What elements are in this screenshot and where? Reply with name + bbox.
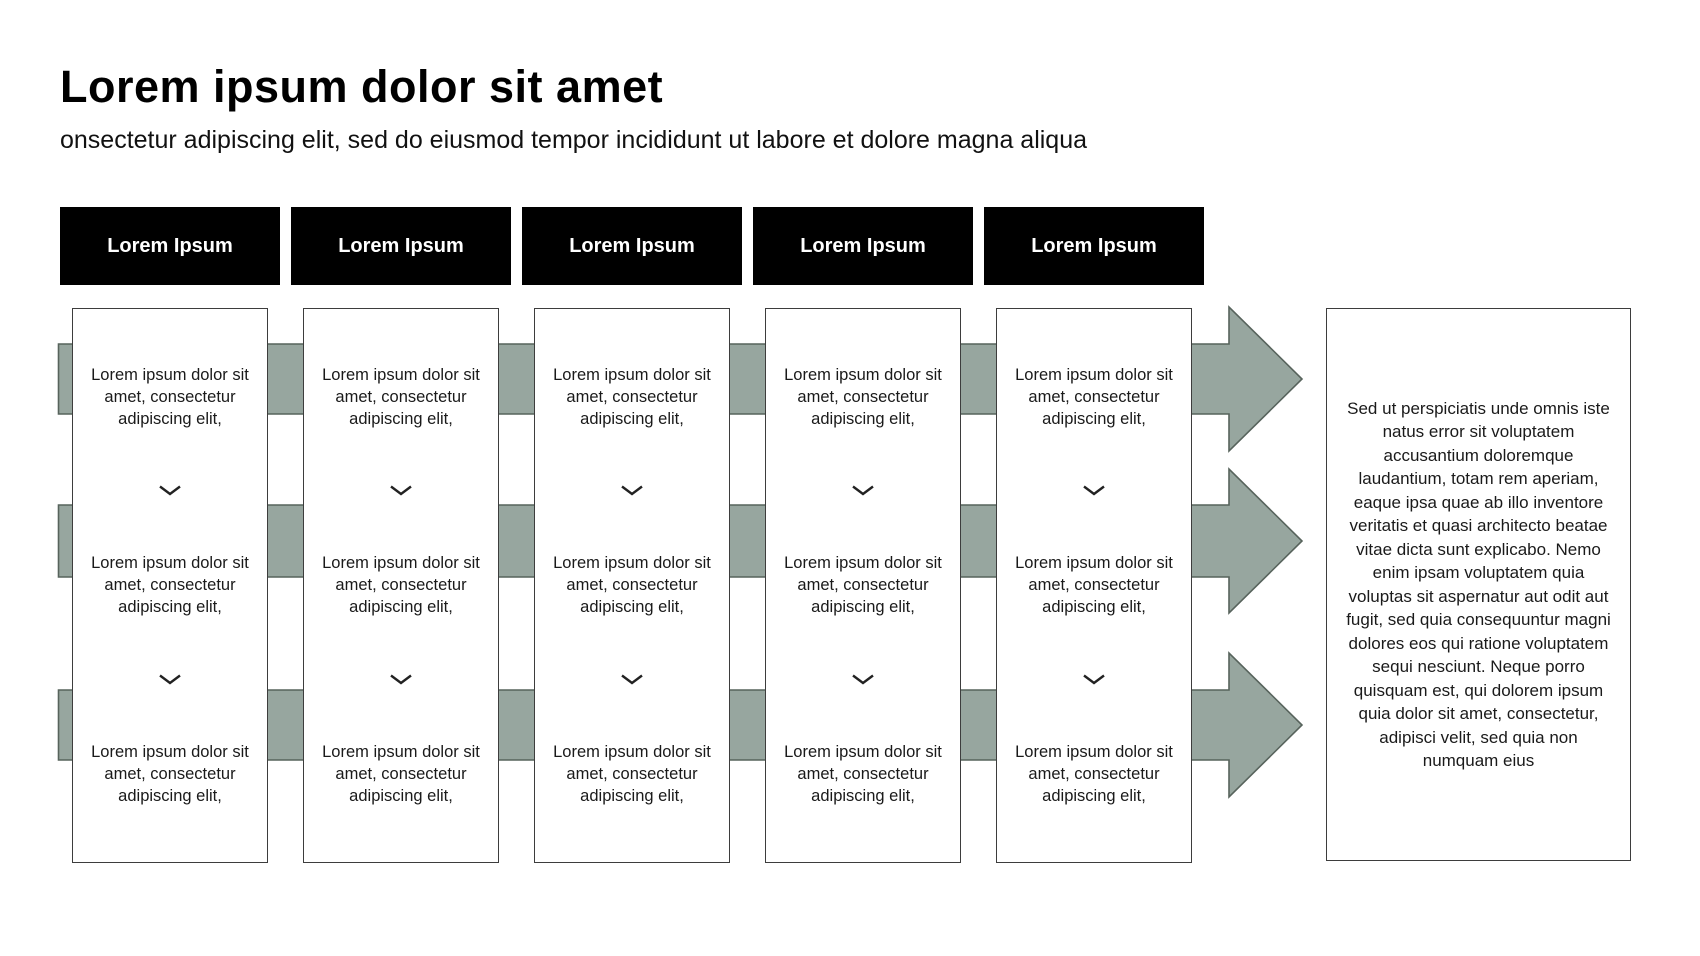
stage-column-5: Lorem ipsum dolor sit amet, consectetur … xyxy=(996,308,1192,863)
stage-column-3: Lorem ipsum dolor sit amet, consectetur … xyxy=(534,308,730,863)
step-text: Lorem ipsum dolor sit amet, consectetur … xyxy=(91,366,249,429)
chevron-down-icon xyxy=(1083,674,1105,685)
chevron-down-icon xyxy=(159,674,181,685)
summary-panel: Sed ut perspiciatis unde omnis iste natu… xyxy=(1326,308,1631,861)
stage-slot-2: Lorem Ipsum Lorem ipsum dolor sit amet, … xyxy=(291,207,511,867)
step-text: Lorem ipsum dolor sit amet, consectetur … xyxy=(553,366,711,429)
stage-slot-5: Lorem Ipsum Lorem ipsum dolor sit amet, … xyxy=(984,207,1204,867)
stage-header-5: Lorem Ipsum xyxy=(984,207,1204,285)
stage-column-2: Lorem ipsum dolor sit amet, consectetur … xyxy=(303,308,499,863)
chevron-down-icon xyxy=(621,485,643,496)
stage-column-1: Lorem ipsum dolor sit amet, consectetur … xyxy=(72,308,268,863)
step-text: Lorem ipsum dolor sit amet, consectetur … xyxy=(553,742,711,805)
step-text: Lorem ipsum dolor sit amet, consectetur … xyxy=(553,554,711,617)
stage-column-4: Lorem ipsum dolor sit amet, consectetur … xyxy=(765,308,961,863)
step-text: Lorem ipsum dolor sit amet, consectetur … xyxy=(322,742,480,805)
step-text: Lorem ipsum dolor sit amet, consectetur … xyxy=(322,366,480,429)
page-subtitle: onsectetur adipiscing elit, sed do eiusm… xyxy=(60,126,1088,154)
heading-block: Lorem ipsum dolor sit amet onsectetur ad… xyxy=(60,61,1087,155)
chevron-down-icon xyxy=(390,485,412,496)
stage-header-3: Lorem Ipsum xyxy=(522,207,742,285)
page-title: Lorem ipsum dolor sit amet xyxy=(60,61,664,112)
step-text: Lorem ipsum dolor sit amet, consectetur … xyxy=(1015,742,1173,805)
summary-text: Sed ut perspiciatis unde omnis iste natu… xyxy=(1346,398,1611,771)
step-text: Lorem ipsum dolor sit amet, consectetur … xyxy=(784,742,942,805)
stage-slot-4: Lorem Ipsum Lorem ipsum dolor sit amet, … xyxy=(753,207,973,867)
chevron-down-icon xyxy=(390,674,412,685)
chevron-down-icon xyxy=(159,485,181,496)
step-text: Lorem ipsum dolor sit amet, consectetur … xyxy=(1015,366,1173,429)
stage-header-4: Lorem Ipsum xyxy=(753,207,973,285)
stage-header-1: Lorem Ipsum xyxy=(60,207,280,285)
chevron-down-icon xyxy=(852,485,874,496)
stage-slot-3: Lorem Ipsum Lorem ipsum dolor sit amet, … xyxy=(522,207,742,867)
step-text: Lorem ipsum dolor sit amet, consectetur … xyxy=(91,554,249,617)
step-text: Lorem ipsum dolor sit amet, consectetur … xyxy=(1015,554,1173,617)
step-text: Lorem ipsum dolor sit amet, consectetur … xyxy=(784,366,942,429)
step-text: Lorem ipsum dolor sit amet, consectetur … xyxy=(91,742,249,805)
stage-slot-1: Lorem Ipsum Lorem ipsum dolor sit amet, … xyxy=(60,207,280,867)
step-text: Lorem ipsum dolor sit amet, consectetur … xyxy=(322,554,480,617)
chevron-down-icon xyxy=(621,674,643,685)
chevron-down-icon xyxy=(852,674,874,685)
step-text: Lorem ipsum dolor sit amet, consectetur … xyxy=(784,554,942,617)
stage-header-2: Lorem Ipsum xyxy=(291,207,511,285)
chevron-down-icon xyxy=(1083,485,1105,496)
